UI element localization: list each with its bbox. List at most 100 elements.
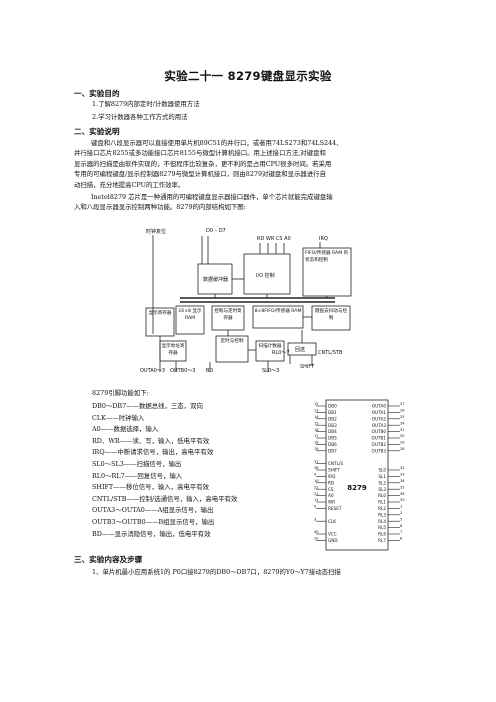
chip-pin-label: A0 <box>328 493 334 498</box>
pin-line: BD——显示消隐信号，输出，低电平有效 <box>92 529 211 538</box>
chip-pin-label: CLK <box>328 519 336 524</box>
chip-pin-label: DB1 <box>328 410 337 415</box>
chip-pin-number: 31 <box>400 428 405 432</box>
chip-pin-number: 15 <box>314 421 319 425</box>
chip-pin-number: 7 <box>400 530 402 534</box>
block-scan-counter <box>255 340 285 362</box>
chip-pin-number: 25 <box>400 415 405 419</box>
chip-pin-number: 18 <box>314 441 319 445</box>
diagram-label-bd: BD <box>206 368 213 374</box>
para1-line: 显示器的扫描是由软件实现的，不但程序比较复杂，更不利的是占用CPU很多时间。若采… <box>74 159 332 168</box>
pin-descriptions: DB0～DB7——数据总线，三态，双向 CLK——时钟输入 A0——数据选择，输… <box>92 401 237 540</box>
chip-pin-label: OUTB3 <box>372 448 387 453</box>
chip-pin-number: 1 <box>400 505 402 509</box>
section-heading-explain: 二、实验说明 <box>74 127 120 136</box>
chip-pin-label: WR <box>328 500 335 505</box>
diagram-label-sl: SL0～3 <box>262 368 279 374</box>
block-control-timing-register-label: 控制与定时寄存器 <box>214 309 242 321</box>
chip-pin-number: 33 <box>400 473 405 477</box>
pin-line: RD、WR——读、写，输入，低电平有效 <box>92 436 210 445</box>
block-fifo-ram-label: 8×8FIFO/传感器 RAM <box>254 309 302 314</box>
chip-pin-number: 5 <box>400 517 402 521</box>
chip-pin-label: IRQ <box>328 474 336 479</box>
chip-pin-number: 40 <box>314 530 319 534</box>
chip-pin-number: 16 <box>314 428 319 432</box>
chip-pin-label: CNTL/S <box>328 461 343 466</box>
chip-pinout-8279: 8279 DB012DB113DB214DB315DB416DB517DB618… <box>314 399 405 551</box>
chip-pin-label: DB3 <box>328 423 337 428</box>
chip-pin-number: 4 <box>314 473 317 477</box>
chip-pin-number: 14 <box>314 415 319 419</box>
diagram-label-data-bus: D0 – D7 <box>206 228 226 234</box>
chip-pin-number: 2 <box>400 511 402 515</box>
chip-pin-number: 3 <box>314 517 316 521</box>
pin-line: OUTB3～OUTB0——B组显示信号，输出 <box>92 517 215 526</box>
pin-line: SHIFT——移位信号，输入，高电平有效 <box>92 483 210 492</box>
chip-pin-label: SL1 <box>378 474 386 479</box>
diagram-label-control-pins: RD WR CS A0 <box>257 236 291 242</box>
chip-pin-number: 32 <box>400 466 405 470</box>
chip-pin-number: 39 <box>400 498 405 502</box>
chip-pin-number: 8 <box>400 537 403 541</box>
chip-pin-label: SL2 <box>378 480 386 485</box>
block-timing-control-label: 定时与控制 <box>220 339 244 344</box>
block-timing-control <box>215 335 249 363</box>
chip-pin-number: 35 <box>400 485 405 489</box>
purpose-item-1: 1.了解8279内部定时/计数器使用方法 <box>92 100 200 108</box>
chip-pin-label: SL0 <box>378 468 386 473</box>
chip-pin-label: OUTA3 <box>372 423 386 428</box>
para2-line: 入和八段显示器显示控制两种功能。8279的内部结构如下图: <box>74 203 246 212</box>
chip-pin-number: 36 <box>314 466 319 470</box>
block-display-ram-label: 16×8 显示 RAM <box>178 309 202 321</box>
block-display-address-register-label: 显示地址寄存器 <box>161 344 185 356</box>
chip-pin-number: 28 <box>400 447 405 451</box>
para1-line: 并行接口芯片8255或多功能接口芯片8155与微型计算机接口。用上述接口方法,对… <box>74 149 326 158</box>
block-fifo-status-label: FIFO/传感器 RAM 的状态和控制 <box>305 251 349 263</box>
chip-pin-number: 29 <box>400 441 405 445</box>
chip-pin-number: 20 <box>314 537 319 541</box>
diagram-label-outa: OUTA0～3 <box>140 368 165 374</box>
chip-pin-label: RL1 <box>378 500 386 505</box>
block-io-control-label: I/O 控制 <box>256 272 275 279</box>
chip-pin-label: OUTA2 <box>372 416 386 421</box>
block-display-ram <box>175 305 205 335</box>
chip-pin-label: DB4 <box>328 429 337 434</box>
chip-pin-label: RESET <box>328 506 342 511</box>
chip-name: 8279 <box>347 484 367 492</box>
pin-line: IRQ——中断请求信号，输出，高电平有效 <box>92 448 214 457</box>
pins-title: 8279引脚功能如下: <box>92 389 149 397</box>
block-scan-counter-label: 扫描计数器 <box>258 344 282 349</box>
chip-pin-label: SL3 <box>378 487 386 492</box>
chip-pin-label: DB0 <box>328 404 337 409</box>
chip-pin-number: 24 <box>400 421 405 425</box>
chip-pin-number: 12 <box>314 402 319 406</box>
chip-pin-number: 10 <box>314 479 319 483</box>
chip-pin-number: 30 <box>400 434 405 438</box>
pin-line: OUTA3～OUTA0——A组显示信号，输出 <box>92 506 214 515</box>
explain-paragraph-1: 键盘和八段显示器可以直接使用单片机89C51的并行口，或者用74LS273和74… <box>74 138 424 190</box>
chip-pin-label: GND <box>328 538 338 543</box>
internal-structure-diagram: 时钟复位 D0 – D7 RD WR CS A0 IRQ 数据缓冲器 I/O 控… <box>140 228 352 374</box>
chip-pin-number: 37 <box>314 460 319 464</box>
chip-pin-number: 9 <box>314 505 317 509</box>
chip-pin-label: OUTA0 <box>372 404 386 409</box>
para2-line: Inetel8279 芯片是一种通用的可编程键盘显示器接口器件，单个芯片就能完成… <box>91 193 333 201</box>
pin-line: DB0～DB7——数据总线，三态，双向 <box>92 402 203 410</box>
chip-pin-label: DB2 <box>328 416 337 421</box>
explain-paragraph-2: Inetel8279 芯片是一种通用的可编程键盘显示器接口器件，单个芯片就能完成… <box>74 192 424 213</box>
diagram-label-irq: IRQ <box>319 236 328 242</box>
chip-pin-number: 26 <box>400 409 405 413</box>
chip-pin-number: 19 <box>314 447 319 451</box>
diagram-label-clock-reset: 时钟复位 <box>146 228 166 235</box>
chip-pin-label: RL7 <box>378 538 386 543</box>
chip-pin-number: 11 <box>314 498 319 502</box>
block-keyboard-debounce <box>311 305 351 331</box>
chip-pin-label: SHIFT <box>328 468 340 473</box>
chip-pin-number: 21 <box>314 492 319 496</box>
pin-line: CLK——时钟输入 <box>92 413 145 422</box>
chip-pin-label: VCC <box>328 532 337 537</box>
pin-line: RL0～RL7——回复信号，输入 <box>92 471 183 480</box>
para1-line: 专用的可编程键盘/显示控制器8279与微型计算机接口，则由8279对键盘和显示器… <box>74 170 326 179</box>
block-data-buffer-label: 数据缓冲器 <box>203 276 228 283</box>
pin-line: A0——数据选择，输入 <box>92 425 159 434</box>
